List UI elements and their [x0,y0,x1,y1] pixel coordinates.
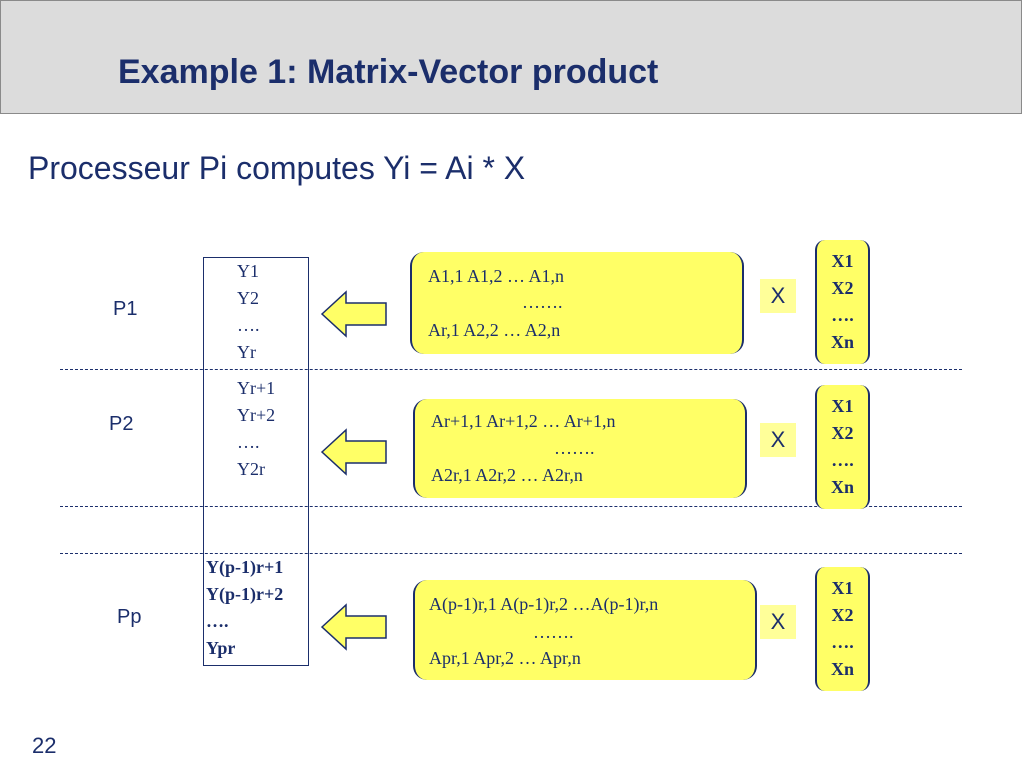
matrix-row: Ar,1 A2,2 … A2,n [428,320,561,340]
processor-label-pp: Pp [117,606,142,628]
x-entry: Xn [830,659,854,679]
matrix-row: Ar+1,1 Ar+1,2 … Ar+1,n [431,411,616,431]
x-vector-p2: X1 X2 …. Xn [815,385,870,509]
processor-label-p1: P1 [113,298,138,320]
x-vector-p1: X1 X2 …. Xn [815,240,870,364]
left-arrow-icon [320,290,387,338]
matrix-row: ……. [522,292,563,312]
x-entry: X1 [831,396,854,416]
y-entry: Yr [237,342,256,362]
y-block-p1: Y1 Y2 …. Yr [203,257,309,369]
y-entry: …. [237,315,260,335]
multiply-symbol: X [760,423,796,457]
y-entry: Ypr [206,638,236,658]
matrix-block-pp: A(p-1)r,1 A(p-1)r,2 …A(p-1)r,n ……. Apr,1… [413,580,757,680]
y-entry: …. [206,611,229,631]
title-bar: Example 1: Matrix-Vector product [0,0,1022,114]
multiply-symbol: X [760,279,796,313]
x-entry: X1 [831,578,854,598]
y-entry: Y(p-1)r+2 [206,584,284,604]
x-entry: X2 [831,423,854,443]
slide-subtitle: Processeur Pi computes Yi = Ai * X [28,150,526,186]
matrix-row: ……. [533,622,574,642]
y-entry: Y2r [237,459,265,479]
y-entry: Y(p-1)r+1 [206,557,284,577]
y-entry: Yr+1 [237,378,276,398]
separator-line [60,553,962,554]
matrix-row: A1,1 A1,2 … A1,n [428,266,565,286]
matrix-row: A2r,1 A2r,2 … A2r,n [431,465,583,485]
matrix-row: Apr,1 Apr,2 … Apr,n [429,648,581,668]
separator-line [60,369,962,370]
y-entry: Yr+2 [237,405,276,425]
x-entry: …. [831,305,854,325]
x-entry: X2 [831,605,854,625]
y-block-gap [203,506,309,554]
x-entry: …. [831,450,854,470]
x-entry: Xn [830,332,854,352]
y-entry: Y2 [237,288,259,308]
matrix-block-p2: Ar+1,1 Ar+1,2 … Ar+1,n ……. A2r,1 A2r,2 …… [413,399,747,498]
x-entry: Xn [830,477,854,497]
left-arrow-icon [320,603,387,651]
x-entry: …. [831,632,854,652]
y-block-pp: Y(p-1)r+1 Y(p-1)r+2 …. Ypr [203,554,309,666]
x-entry: X2 [831,278,854,298]
processor-label-p2: P2 [109,413,134,435]
matrix-block-p1: A1,1 A1,2 … A1,n ……. Ar,1 A2,2 … A2,n [410,252,744,354]
left-arrow-icon [320,428,387,476]
separator-line [60,506,962,507]
x-vector-pp: X1 X2 …. Xn [815,567,870,691]
matrix-row: ……. [554,438,595,458]
matrix-row: A(p-1)r,1 A(p-1)r,2 …A(p-1)r,n [429,594,659,614]
x-entry: X1 [831,251,854,271]
y-block-p2: Yr+1 Yr+2 …. Y2r [203,369,309,506]
page-number: 22 [32,733,57,758]
slide-title: Example 1: Matrix-Vector product [118,53,659,91]
y-entry: Y1 [237,261,259,281]
multiply-symbol: X [760,605,796,639]
y-entry: …. [237,432,260,452]
